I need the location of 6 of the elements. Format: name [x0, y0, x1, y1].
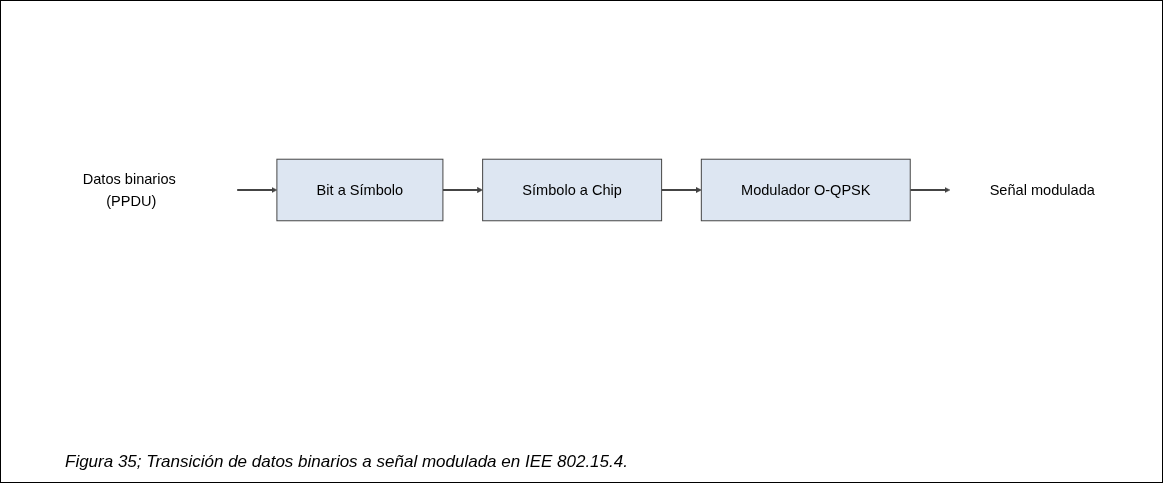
text-label: Datos binarios (PPDU) [82, 170, 176, 210]
process-box: Modulador O-QPSK [700, 158, 911, 222]
process-box: Símbolo a Chip [482, 158, 663, 222]
text-label: Señal modulada [989, 181, 1095, 199]
process-box: Bit a Símbolo [276, 158, 444, 222]
figure-caption: Figura 35; Transición de datos binarios a señal modulada en IEE 802.15.4. [65, 452, 628, 472]
